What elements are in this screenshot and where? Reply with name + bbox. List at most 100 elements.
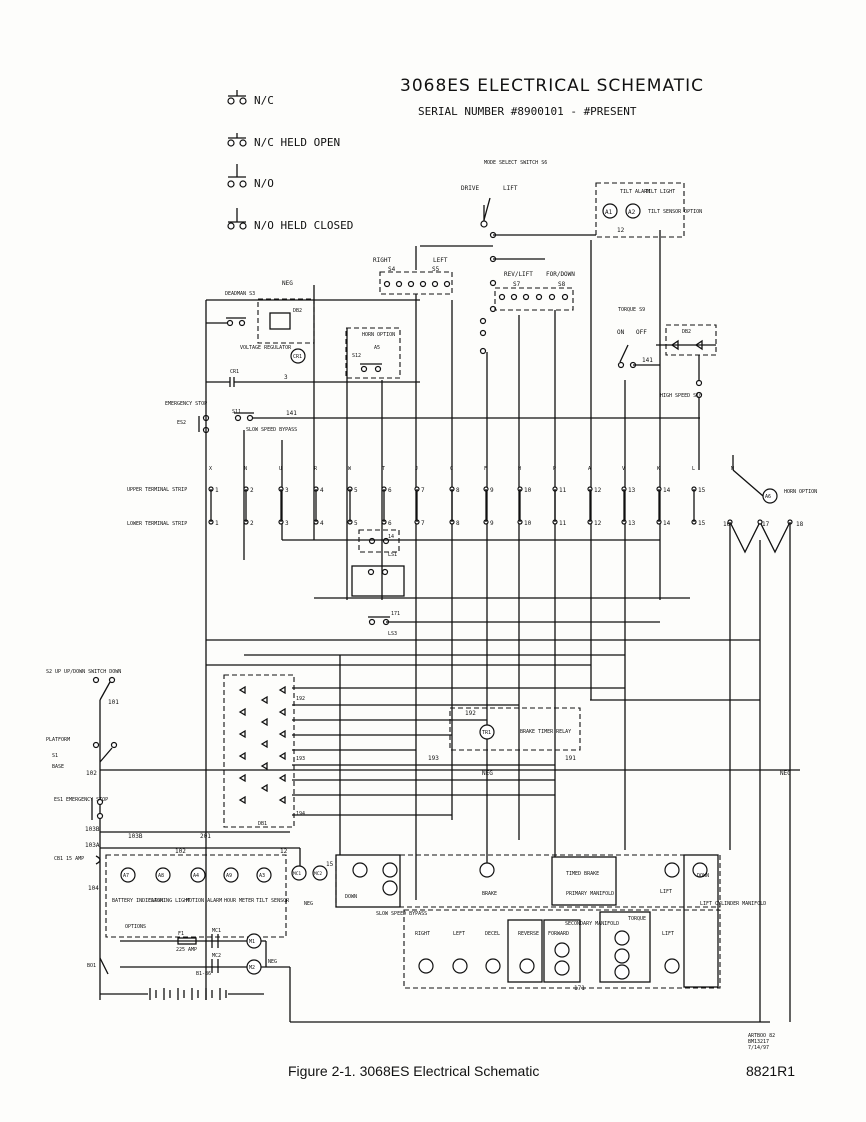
lower-terminal-label: 5 — [354, 520, 358, 527]
upper-terminal-label: 11 — [559, 487, 567, 494]
art-line-1: ARTBOO 82 — [748, 1033, 776, 1039]
reverse-label: REVERSE — [518, 931, 539, 937]
s5-label: S5 — [432, 266, 440, 273]
battery-indicator-label: BATTERY INDICATOR — [112, 898, 164, 904]
horn-option-box: HORN OPTION A5 S12 — [345, 327, 401, 379]
wire-letter-label: A — [588, 466, 591, 472]
tilt-sensor-option-label: TILT SENSOR OPTION — [648, 209, 702, 215]
lower-terminal-label: 4 — [320, 520, 324, 527]
svg-text:MC1: MC1 — [293, 871, 301, 877]
svg-text:3: 3 — [284, 374, 288, 381]
svg-text:MC2: MC2 — [314, 871, 322, 877]
neg-label-right: NEG — [780, 770, 791, 777]
figure-code: 8821R1 — [746, 1063, 796, 1079]
upper-terminal-label: 7 — [421, 487, 425, 494]
voltage-regulator: NEG DB2 VOLTAGE REGULATOR CR1 — [240, 280, 315, 364]
mode-select-switch: MODE SELECT SWITCH S6 DRIVE LIFT — [420, 160, 590, 355]
decel-label: DECEL — [485, 931, 500, 937]
schematic-title: 3068ES ELECTRICAL SCHEMATIC — [400, 76, 705, 96]
legend-nc-held-open-label: N/C HELD OPEN — [254, 136, 341, 149]
cb1-label: CB1 15 AMP — [54, 856, 84, 862]
platform-base-switch-s1: PLATFORM S1 BASE 102 — [46, 700, 118, 1000]
off-label: OFF — [636, 329, 647, 336]
lower-terminal-label: 1 — [215, 520, 219, 527]
svg-text:CR1: CR1 — [293, 354, 302, 360]
wire-171-label: 171 — [391, 611, 400, 617]
svg-text:102: 102 — [175, 848, 186, 855]
lower-terminal-label: 12 — [594, 520, 602, 527]
right-sol-label: RIGHT — [415, 931, 430, 937]
svg-text:201: 201 — [200, 833, 211, 840]
terminals-16-18: 16 17 18 — [723, 519, 804, 554]
wire-letter-label: X — [209, 466, 212, 472]
high-speed-switch-s10: HIGH SPEED S10 — [660, 355, 702, 470]
timed-brake-label: TIMED BRAKE — [566, 871, 599, 877]
svg-text:15: 15 — [326, 861, 334, 868]
legend-no-label: N/O — [254, 177, 274, 190]
extra-wiring — [299, 522, 791, 1022]
left-label: LEFT — [433, 257, 448, 264]
lift-label: LIFT — [503, 185, 518, 192]
a6-label: A6 — [765, 494, 771, 500]
wire-letter-label: N — [244, 466, 247, 472]
lower-terminal-label: 14 — [663, 520, 671, 527]
upper-terminal-strip: UPPER TERMINAL STRIP — [127, 487, 187, 493]
horn-option-a6-label: HORN OPTION — [784, 489, 817, 495]
solenoid-section: DOWN SLOW SPEED BYPASS BRAKE TIMED BRAKE… — [335, 854, 766, 992]
db2-right-label: DB2 — [682, 329, 691, 335]
svg-text:A1: A1 — [605, 209, 613, 216]
amp225-label: 225 AMP — [176, 947, 197, 953]
wire-letter-label: M — [731, 466, 734, 472]
db1-label: DB1 — [258, 821, 267, 827]
torque-label: TORQUE S9 — [618, 307, 645, 313]
voltage-regulator-label: VOLTAGE REGULATOR — [240, 345, 292, 351]
slow-speed-bypass-label: SLOW SPEED BYPASS — [246, 427, 297, 433]
tilt-light-label: TILT LIGHT — [645, 189, 675, 195]
up-down-switch-s2: S2 UP UP/DOWN SWITCH DOWN 101 — [46, 669, 121, 706]
tilt-sensor-label: TILT SENSOR — [256, 898, 290, 904]
legend-no-symbol — [227, 164, 247, 188]
lower-terminal-label: 7 — [421, 520, 425, 527]
svg-text:102: 102 — [86, 770, 97, 777]
s4-label: S4 — [388, 266, 396, 273]
art-number: ARTBOO 82 BM13217 7/14/97 — [748, 1033, 775, 1051]
svg-text:103A: 103A — [85, 842, 100, 849]
diode-block-db1: DB1 192 193 194 — [223, 674, 305, 828]
cr1-line: CR1 3 — [206, 369, 420, 387]
upper-terminal-label: 5 — [354, 487, 358, 494]
upper-terminal-label: 15 — [698, 487, 706, 494]
svg-text:A8: A8 — [158, 873, 164, 879]
base-label: BASE — [52, 764, 64, 770]
ls3-label: LS3 — [388, 631, 397, 637]
motion-alarm-label: MOTION ALARM — [186, 898, 222, 904]
lower-terminal-label: 15 — [698, 520, 706, 527]
svg-text:12: 12 — [617, 227, 625, 234]
svg-text:103B: 103B — [85, 826, 100, 833]
secondary-manifold-label: SECONDARY MANIFOLD — [565, 921, 619, 927]
torque-sol-label: TORQUE — [628, 916, 646, 922]
wire-14-label: 14 — [388, 534, 394, 540]
high-speed-label: HIGH SPEED S10 — [660, 393, 702, 399]
legend-no-held-closed-symbol — [227, 208, 247, 230]
legend-nc-held-open-symbol — [227, 133, 247, 147]
wire-letter-label: T — [382, 466, 385, 472]
tilt-sensor-option-box: A1 A2 TILT ALARM TILT LIGHT TILT SENSOR … — [590, 182, 702, 238]
drive-label: DRIVE — [461, 185, 479, 192]
f1-label: F1 — [178, 931, 184, 937]
upper-terminal-label: 1 — [215, 487, 219, 494]
main-wire-trunk — [205, 230, 734, 1000]
lower-terminal-label: 6 — [388, 520, 392, 527]
s12-label: S12 — [352, 353, 361, 359]
mode-select-label: MODE SELECT SWITCH S6 — [484, 160, 547, 166]
svg-text:A4: A4 — [193, 873, 199, 879]
legend-nc-symbol — [227, 90, 247, 105]
bo1-label: BO1 — [87, 963, 96, 969]
figure-caption: Figure 2-1. 3068ES Electrical Schematic — [288, 1063, 540, 1079]
svg-text:192: 192 — [465, 710, 476, 717]
lift-sol2-label: LIFT — [662, 931, 674, 937]
upper-terminal-label: 8 — [456, 487, 460, 494]
upper-terminal-label: 3 — [285, 487, 289, 494]
wire-letter-label: V — [622, 466, 625, 472]
lower-terminal-label: 2 — [250, 520, 254, 527]
